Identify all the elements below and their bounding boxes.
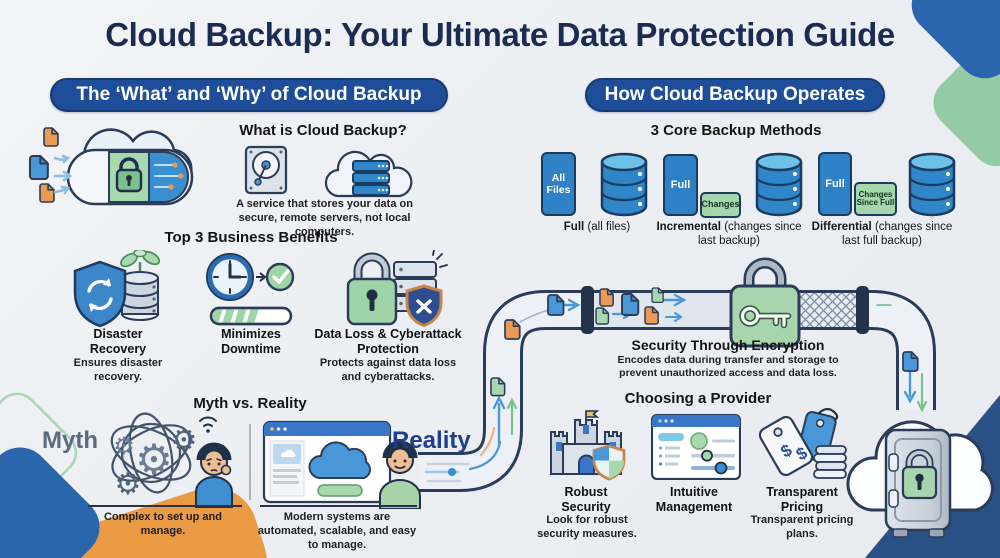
price-tags-coins-icon: $ $ — [758, 407, 847, 479]
method-1-detail: (all files) — [587, 221, 631, 233]
method-2-full-box: Full — [663, 154, 698, 216]
myth-caption: Complex to set up and manage. — [104, 511, 222, 537]
svg-text:⚙: ⚙ — [171, 423, 198, 458]
provider-3-desc: Transparent pricing plans. — [750, 514, 854, 540]
hard-drive-icon — [244, 145, 288, 195]
database-icon — [600, 152, 648, 217]
encrypted-mesh-icon — [795, 293, 858, 327]
clock-check-progress-icon — [206, 253, 295, 326]
myth-reality-divider — [249, 424, 251, 500]
file-icons — [490, 287, 919, 397]
provider-heading: Choosing a Provider — [624, 390, 772, 407]
myth-baseline — [88, 505, 242, 507]
right-section-header: How Cloud Backup Operates — [585, 78, 885, 112]
castle-shield-icon — [550, 410, 626, 481]
provider-1-title: Robust Security — [561, 485, 611, 514]
method-3-changes-box: Changes Since Full — [854, 182, 897, 216]
browser-cloud-happy-person-icon — [262, 420, 421, 509]
benefits-heading: Top 3 Business Benefits — [164, 229, 338, 246]
provider-1-desc: Look for robust security measures. — [537, 514, 637, 540]
corner-decor-top-right — [911, 0, 1000, 167]
encryption-heading: Security Through Encryption — [631, 337, 825, 353]
svg-text:⚙: ⚙ — [115, 467, 142, 502]
what-heading: What is Cloud Backup? — [239, 122, 407, 139]
dashboard-sliders-icon — [651, 414, 741, 480]
methods-heading: 3 Core Backup Methods — [650, 122, 822, 139]
encryption-description: Encodes data during transfer and storage… — [617, 354, 839, 380]
shield-refresh-coins-plant-icon — [73, 250, 161, 328]
method-1-name: Full — [563, 221, 585, 233]
padlock-server-shield-x-icon — [346, 250, 448, 328]
cloud-servers-icon — [324, 150, 413, 198]
cloud-capsule-lock-icon — [28, 127, 194, 206]
reality-label: Reality — [392, 427, 471, 454]
myth-label: Myth — [42, 427, 98, 454]
benefit-3-title: Data Loss & Cyberattack Protection — [314, 327, 462, 356]
pipeline-icon — [418, 257, 936, 492]
method-2-detail: (changes since last backup) — [697, 221, 802, 247]
method-3-detail: (changes since last full backup) — [842, 221, 953, 247]
reality-baseline — [260, 505, 417, 507]
method-3-name: Differential — [811, 221, 872, 233]
method-2-label: Incremental (changes since last backup) — [649, 221, 809, 249]
provider-3-title: Transparent Pricing — [766, 485, 838, 514]
tangled-gears-confused-person-icon: ⚙ ⚙ ⚙ ⚙ — [110, 412, 233, 508]
what-description: A service that stores your data on secur… — [236, 198, 413, 238]
cloud-vault-lock-icon — [846, 420, 994, 538]
method-3-label: Differential (changes since last full ba… — [802, 221, 962, 249]
database-icon — [908, 152, 956, 217]
benefit-2-title: Minimizes Downtime — [221, 327, 281, 356]
benefit-3-desc: Protects against data loss and cyberatta… — [319, 357, 457, 383]
reality-caption: Modern systems are automated, scalable, … — [257, 511, 417, 551]
padlock-key-icon — [729, 257, 801, 348]
method-1-label: Full (all files) — [533, 221, 661, 235]
method-3-full-box: Full — [818, 152, 852, 216]
benefit-1-title: Disaster Recovery — [89, 327, 147, 356]
page-title: Cloud Backup: Your Ultimate Data Protect… — [105, 16, 895, 53]
method-1-full-box: All Files — [541, 152, 576, 216]
database-icon — [755, 152, 803, 217]
corner-decor-bottom-left — [0, 392, 267, 558]
benefit-1-desc: Ensures disaster recovery. — [73, 357, 163, 383]
left-section-header: The ‘What’ and ‘Why’ of Cloud Backup — [50, 78, 448, 112]
myth-reality-heading: Myth vs. Reality — [193, 395, 307, 412]
method-2-changes-box: Changes — [700, 192, 741, 218]
svg-text:⚙: ⚙ — [113, 432, 135, 460]
svg-text:⚙: ⚙ — [135, 435, 173, 484]
provider-2-title: Intuitive Management — [655, 485, 733, 514]
method-2-name: Incremental — [656, 221, 721, 233]
